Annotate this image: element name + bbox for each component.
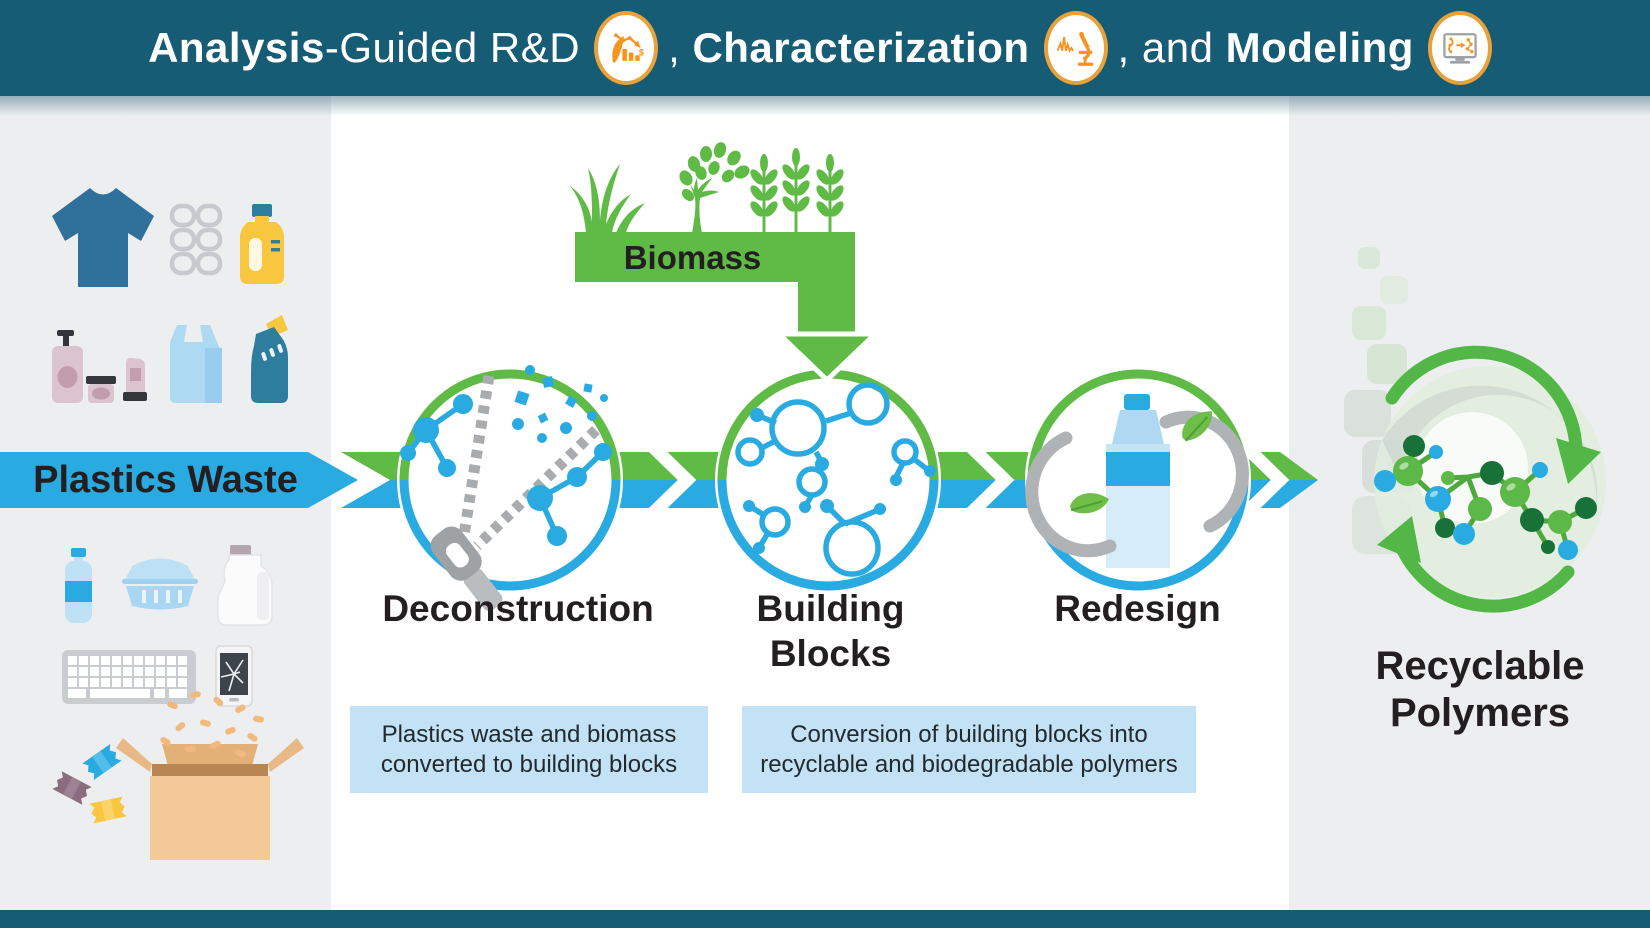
svg-text:$: $ — [639, 47, 645, 57]
redesign-circle — [1025, 367, 1251, 593]
title-banner: Analysis-Guided R&D $ , Characterization — [0, 0, 1650, 96]
building-blocks-circle — [715, 367, 941, 593]
deconstruction-circle — [397, 365, 623, 611]
caption-redesign: Conversion of building blocks into recyc… — [742, 706, 1196, 793]
bottle-icon — [1106, 394, 1170, 568]
title-analysis: Analysis — [148, 24, 325, 71]
analysis-chart-icon: $ — [594, 11, 659, 85]
recyclable-polymers-panel — [1289, 96, 1650, 910]
deconstruction-label: Deconstruction — [382, 588, 654, 629]
recyclable-polymers-label: Recyclable Polymers — [1375, 644, 1585, 735]
title-modeling: Modeling — [1225, 24, 1414, 71]
microscope-icon — [1043, 11, 1108, 85]
plastics-waste-panel — [0, 96, 331, 910]
page-title: Analysis-Guided R&D $ , Characterization — [148, 11, 1502, 85]
title-guided-rd: -Guided R&D — [324, 24, 581, 71]
tree-icon — [679, 142, 750, 233]
building-blocks-label: Building Blocks — [756, 588, 905, 674]
footer-bar — [0, 910, 1650, 928]
redesign-label: Redesign — [1054, 588, 1221, 629]
title-characterization: Characterization — [692, 24, 1030, 71]
wheat-icons — [750, 148, 844, 233]
leaf-icons — [1070, 411, 1212, 514]
modeling-monitor-icon — [1427, 11, 1492, 85]
title-comma1: , — [668, 24, 693, 71]
infinity-arrows — [1025, 410, 1249, 558]
plastics-waste-label: Plastics Waste — [33, 459, 298, 501]
grass-icon — [570, 164, 645, 233]
title-comma2: , and — [1117, 24, 1226, 71]
chevron-separators — [645, 439, 1290, 521]
flow-band — [341, 439, 1318, 521]
caption-deconstruction: Plastics waste and biomass converted to … — [350, 706, 708, 793]
biomass-label: Biomass — [623, 239, 762, 276]
